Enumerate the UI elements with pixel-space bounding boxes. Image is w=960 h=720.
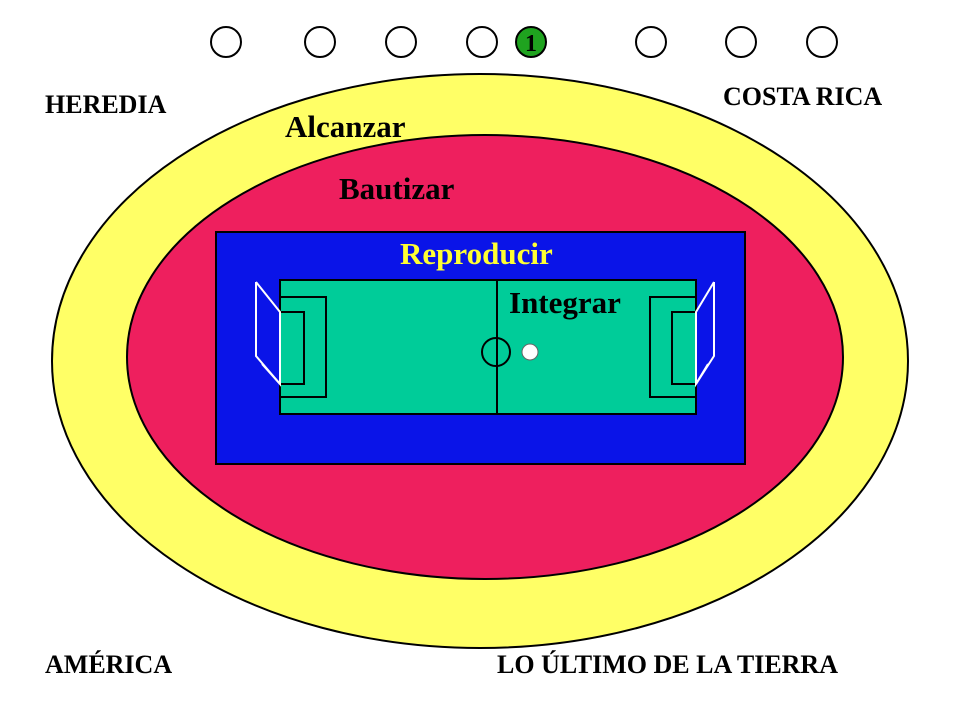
corner-label-top-right: COSTA RICA (723, 82, 883, 111)
progress-circle-active (515, 26, 547, 58)
soccer-field (255, 279, 715, 415)
progress-circle (725, 26, 757, 58)
progress-circles: 1 (210, 26, 838, 58)
inner-box-label: Reproducir (400, 236, 553, 271)
right-goal-icon (695, 281, 715, 388)
progress-circle (635, 26, 667, 58)
field-surface (279, 279, 697, 415)
progress-circle (466, 26, 498, 58)
left-goal-icon (255, 281, 281, 387)
corner-label-top-left: HEREDIA (45, 90, 167, 119)
progress-circle (385, 26, 417, 58)
outer-ring-label: Alcanzar (285, 109, 406, 144)
field-center-circle (481, 337, 511, 367)
progress-circle (304, 26, 336, 58)
ball-icon (521, 343, 539, 361)
progress-circle-active-label: 1 (525, 31, 537, 57)
corner-label-bottom-right: LO ÚLTIMO DE LA TIERRA (497, 650, 838, 679)
progress-circle (210, 26, 242, 58)
field-label: Integrar (509, 285, 621, 320)
middle-ring-label: Bautizar (339, 171, 455, 206)
progress-circle (806, 26, 838, 58)
corner-label-bottom-left: AMÉRICA (45, 650, 173, 679)
